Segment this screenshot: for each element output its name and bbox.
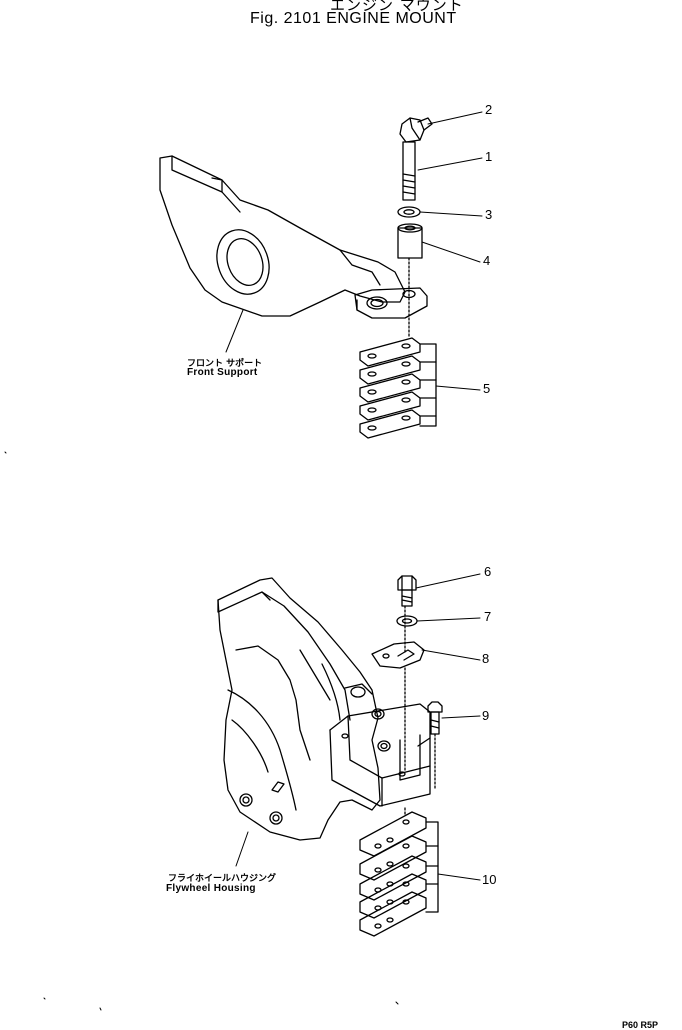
spacer-part-4 [398,224,422,258]
flywheel-housing-label-jp: フライホイールハウジング [168,874,277,884]
bolt-part-1 [400,118,424,200]
lock-plate-part-8 [372,642,424,668]
title-japanese: エンジン マウント [330,0,464,14]
callout-4: 4 [483,253,491,268]
callout-8: 8 [482,651,490,666]
washer-part-3 [398,207,420,217]
stray-marks [5,452,398,1010]
flywheel-housing-label: Flywheel Housing [166,883,256,894]
callout-9: 9 [482,708,490,723]
figure-title: Fig. 2101 ENGINE MOUNT [250,10,457,27]
front-support-label: Front Support [187,367,258,378]
front-support-bracket [160,156,427,318]
callout-3: 3 [485,207,493,222]
callout-2: 2 [485,102,493,117]
callout-10: 10 [482,872,497,887]
leader-lines-top [226,112,482,390]
front-support-label-jp: フロント サポート [187,359,263,369]
shim-stack-part-5 [360,258,436,438]
callout-7: 7 [484,609,492,624]
shim-stack-part-10 [360,606,438,936]
flywheel-housing [218,578,430,840]
callout-5: 5 [483,381,491,396]
bolt-part-9 [428,702,442,734]
page-code: P60 R5P [622,1020,659,1030]
washer-part-7 [397,616,417,626]
callout-6: 6 [484,564,492,579]
leader-lines-bottom [236,574,480,880]
callout-1: 1 [485,149,493,164]
bolt-part-6 [398,576,416,606]
cap-part-2 [418,118,432,130]
